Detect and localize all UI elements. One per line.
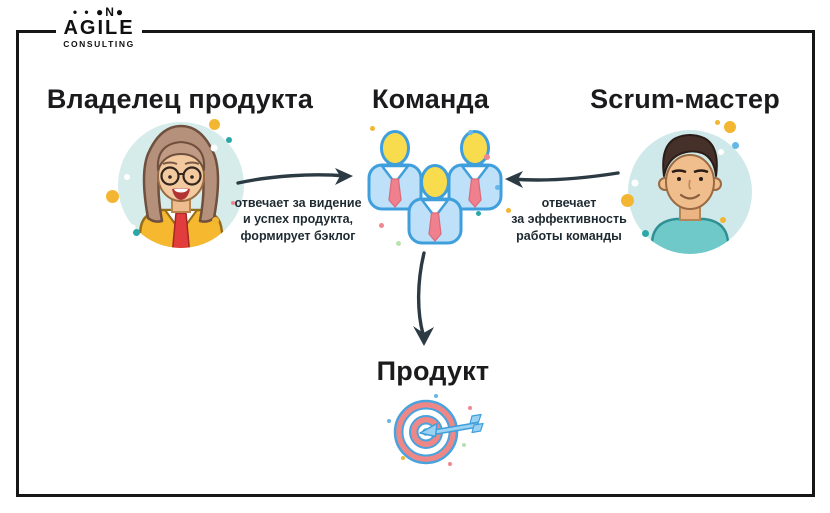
confetti-dot (448, 462, 452, 466)
brand-subtitle: CONSULTING (63, 39, 135, 49)
confetti-dot (476, 211, 481, 216)
brand-logo: • • ●N● AGILE CONSULTING (56, 4, 142, 54)
confetti-dot (106, 190, 119, 203)
arrow-po-to-team-icon (236, 168, 353, 185)
product-owner-avatar-icon (118, 122, 244, 248)
confetti-dot (724, 121, 736, 133)
confetti-dot (387, 419, 391, 423)
confetti-dot (732, 142, 739, 149)
confetti-dot (370, 126, 375, 131)
product-owner-title: Владелец продукта (46, 84, 314, 114)
confetti-dot (720, 217, 726, 223)
confetti-dot (462, 443, 466, 447)
arrow-sm-to-team-icon (505, 171, 620, 188)
confetti-dot (642, 230, 649, 237)
annotation-line: за эффективность (511, 212, 627, 227)
poster-border-frame (16, 30, 815, 497)
annotation-line: отвечает за видение (234, 196, 362, 210)
confetti-dot (506, 208, 511, 213)
confetti-dot (484, 154, 490, 160)
confetti-dot (396, 241, 401, 246)
confetti-dot (621, 194, 634, 207)
annotation-line: формирует бэклог (240, 228, 356, 243)
confetti-dot (495, 185, 500, 190)
scrum-master-title: Scrum-мастер (590, 84, 780, 114)
brand-logo-icon: • • ●N● (72, 5, 126, 19)
arrow-team-to-product-icon (413, 251, 434, 346)
confetti-dot (212, 217, 219, 224)
confetti-dot (401, 456, 405, 460)
product-title: Продукт (376, 356, 490, 386)
scrum-master-annotation: отвечает за эффективность работы команды (498, 195, 640, 244)
confetti-dot (434, 394, 438, 398)
confetti-dot (379, 223, 384, 228)
confetti-dot (231, 201, 235, 205)
confetti-dot (133, 229, 140, 236)
annotation-line: и успех продукта, (242, 212, 353, 227)
confetti-dot (226, 137, 232, 143)
confetti-dot (715, 120, 720, 125)
brand-name: AGILE (63, 17, 135, 39)
annotation-line: отвечает (541, 196, 597, 210)
annotation-line: работы команды (516, 228, 622, 243)
scrum-master-avatar-icon (628, 130, 752, 254)
confetti-dot (468, 130, 473, 135)
team-icon (367, 130, 503, 245)
target-icon (393, 399, 484, 465)
confetti-dot (468, 406, 472, 410)
product-owner-annotation: отвечает за видение и успех продукта, фо… (222, 195, 374, 244)
confetti-dot (209, 119, 220, 130)
team-title: Команда (371, 84, 490, 114)
